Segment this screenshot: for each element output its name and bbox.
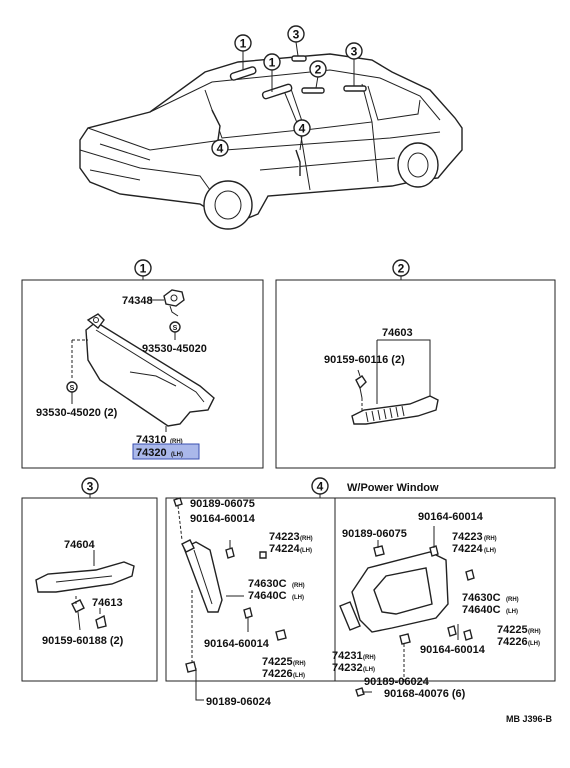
svg-text:1: 1 [269,56,276,70]
door-trim-right-drawing [339,526,475,697]
label-r-74224: 74224 [452,543,483,555]
car-callout-3a: 3 [287,25,305,43]
svg-text:2: 2 [398,262,405,276]
label-l-90164-mid: 90164-60014 [204,638,270,650]
section-1-frame [21,279,264,469]
label-l-74226: 74226 [262,668,293,680]
label-r-74640c-lh: (LH) [506,609,518,615]
svg-text:S: S [173,325,178,332]
section-4-title: W/Power Window [347,482,439,494]
label-r-74630c-rh: (RH) [506,597,519,603]
label-l-74225: 74225 [262,656,293,668]
svg-text:3: 3 [87,480,94,494]
label-r-90164-top: 90164-60014 [418,511,484,523]
section-2-frame [275,279,556,469]
label-r-90189-06024: 90189-06024 [364,676,430,688]
label-90159-60188: 90159-60188 (2) [42,635,124,647]
leader-l-90189-06024 [195,668,204,701]
label-74348: 74348 [122,295,153,307]
label-l-90189-06075: 90189-06075 [190,498,255,510]
section-4-frame [165,497,556,682]
label-l-74630c: 74630C [248,578,287,590]
label-r-74225-rh: (RH) [528,629,541,635]
label-74310-rh: (RH) [170,439,183,445]
label-74320: 74320 [136,447,167,459]
label-l-74224: 74224 [269,543,300,555]
label-l-90189-06024: 90189-06024 [206,696,272,708]
label-r-74231: 74231 [332,650,363,662]
label-l-74224-lh: (LH) [300,548,312,554]
svg-text:3: 3 [351,45,358,59]
label-93530-lower: 93530-45020 (2) [36,407,118,419]
label-r-74630c: 74630C [462,592,501,604]
label-r-74226-lh: (LH) [528,641,540,647]
label-93530-upper: 93530-45020 [142,343,207,355]
section-4-header: 4 [311,477,329,498]
label-r-74640c: 74640C [462,604,501,616]
car-callout-4b: 4 [293,119,311,137]
label-r-90189-06075: 90189-06075 [342,528,407,540]
car-callout-3b: 3 [345,42,363,60]
label-r-74224-lh: (LH) [484,548,496,554]
label-r-90168-40076: 90168-40076 (6) [384,688,466,700]
grip-handle-drawing [351,339,439,425]
sun-visor-drawing: S S [66,289,215,432]
label-74310: 74310 [136,434,167,446]
label-74604: 74604 [64,539,95,551]
label-l-74223: 74223 [269,531,300,543]
label-r-74231-rh: (RH) [363,655,376,661]
assist-grip-drawing [35,550,135,631]
svg-text:S: S [70,385,75,392]
svg-text:1: 1 [140,262,147,276]
label-90159-60116: 90159-60116 (2) [324,354,405,366]
car-callout-1a: 1 [234,34,252,52]
car-callout-4a: 4 [211,139,229,157]
label-r-90164-mid: 90164-60014 [420,644,486,656]
car-callout-1b: 1 [263,53,281,71]
label-l-74225-rh: (RH) [293,661,306,667]
svg-text:3: 3 [293,28,300,42]
diagram-code: MB J396-B [506,714,553,724]
section-2-header: 2 [392,259,410,280]
label-l-74223-rh: (RH) [300,536,313,542]
svg-text:4: 4 [317,480,324,494]
section-1-header: 1 [134,259,152,280]
section-3-frame [21,497,158,682]
label-r-74232-lh: (LH) [363,667,375,673]
label-l-74226-lh: (LH) [293,673,305,679]
car-illustration [79,41,463,230]
label-l-74640c-lh: (LH) [292,595,304,601]
label-r-74226: 74226 [497,636,528,648]
label-r-74223-rh: (RH) [484,536,497,542]
label-74320-lh: (LH) [171,452,183,458]
door-trim-left-drawing [173,497,287,673]
label-r-74225: 74225 [497,624,528,636]
car-callout-2: 2 [309,60,327,78]
label-74603: 74603 [382,327,413,339]
svg-text:1: 1 [240,37,247,51]
label-74613: 74613 [92,597,123,609]
label-r-74232: 74232 [332,662,363,674]
svg-text:4: 4 [217,142,224,156]
svg-text:4: 4 [299,122,306,136]
section-3-header: 3 [81,477,99,498]
svg-text:2: 2 [315,63,322,77]
label-l-90164-top: 90164-60014 [190,513,256,525]
label-l-74640c: 74640C [248,590,287,602]
label-r-74223: 74223 [452,531,483,543]
highlight-74320 [132,443,200,460]
label-l-74630c-rh: (RH) [292,583,305,589]
